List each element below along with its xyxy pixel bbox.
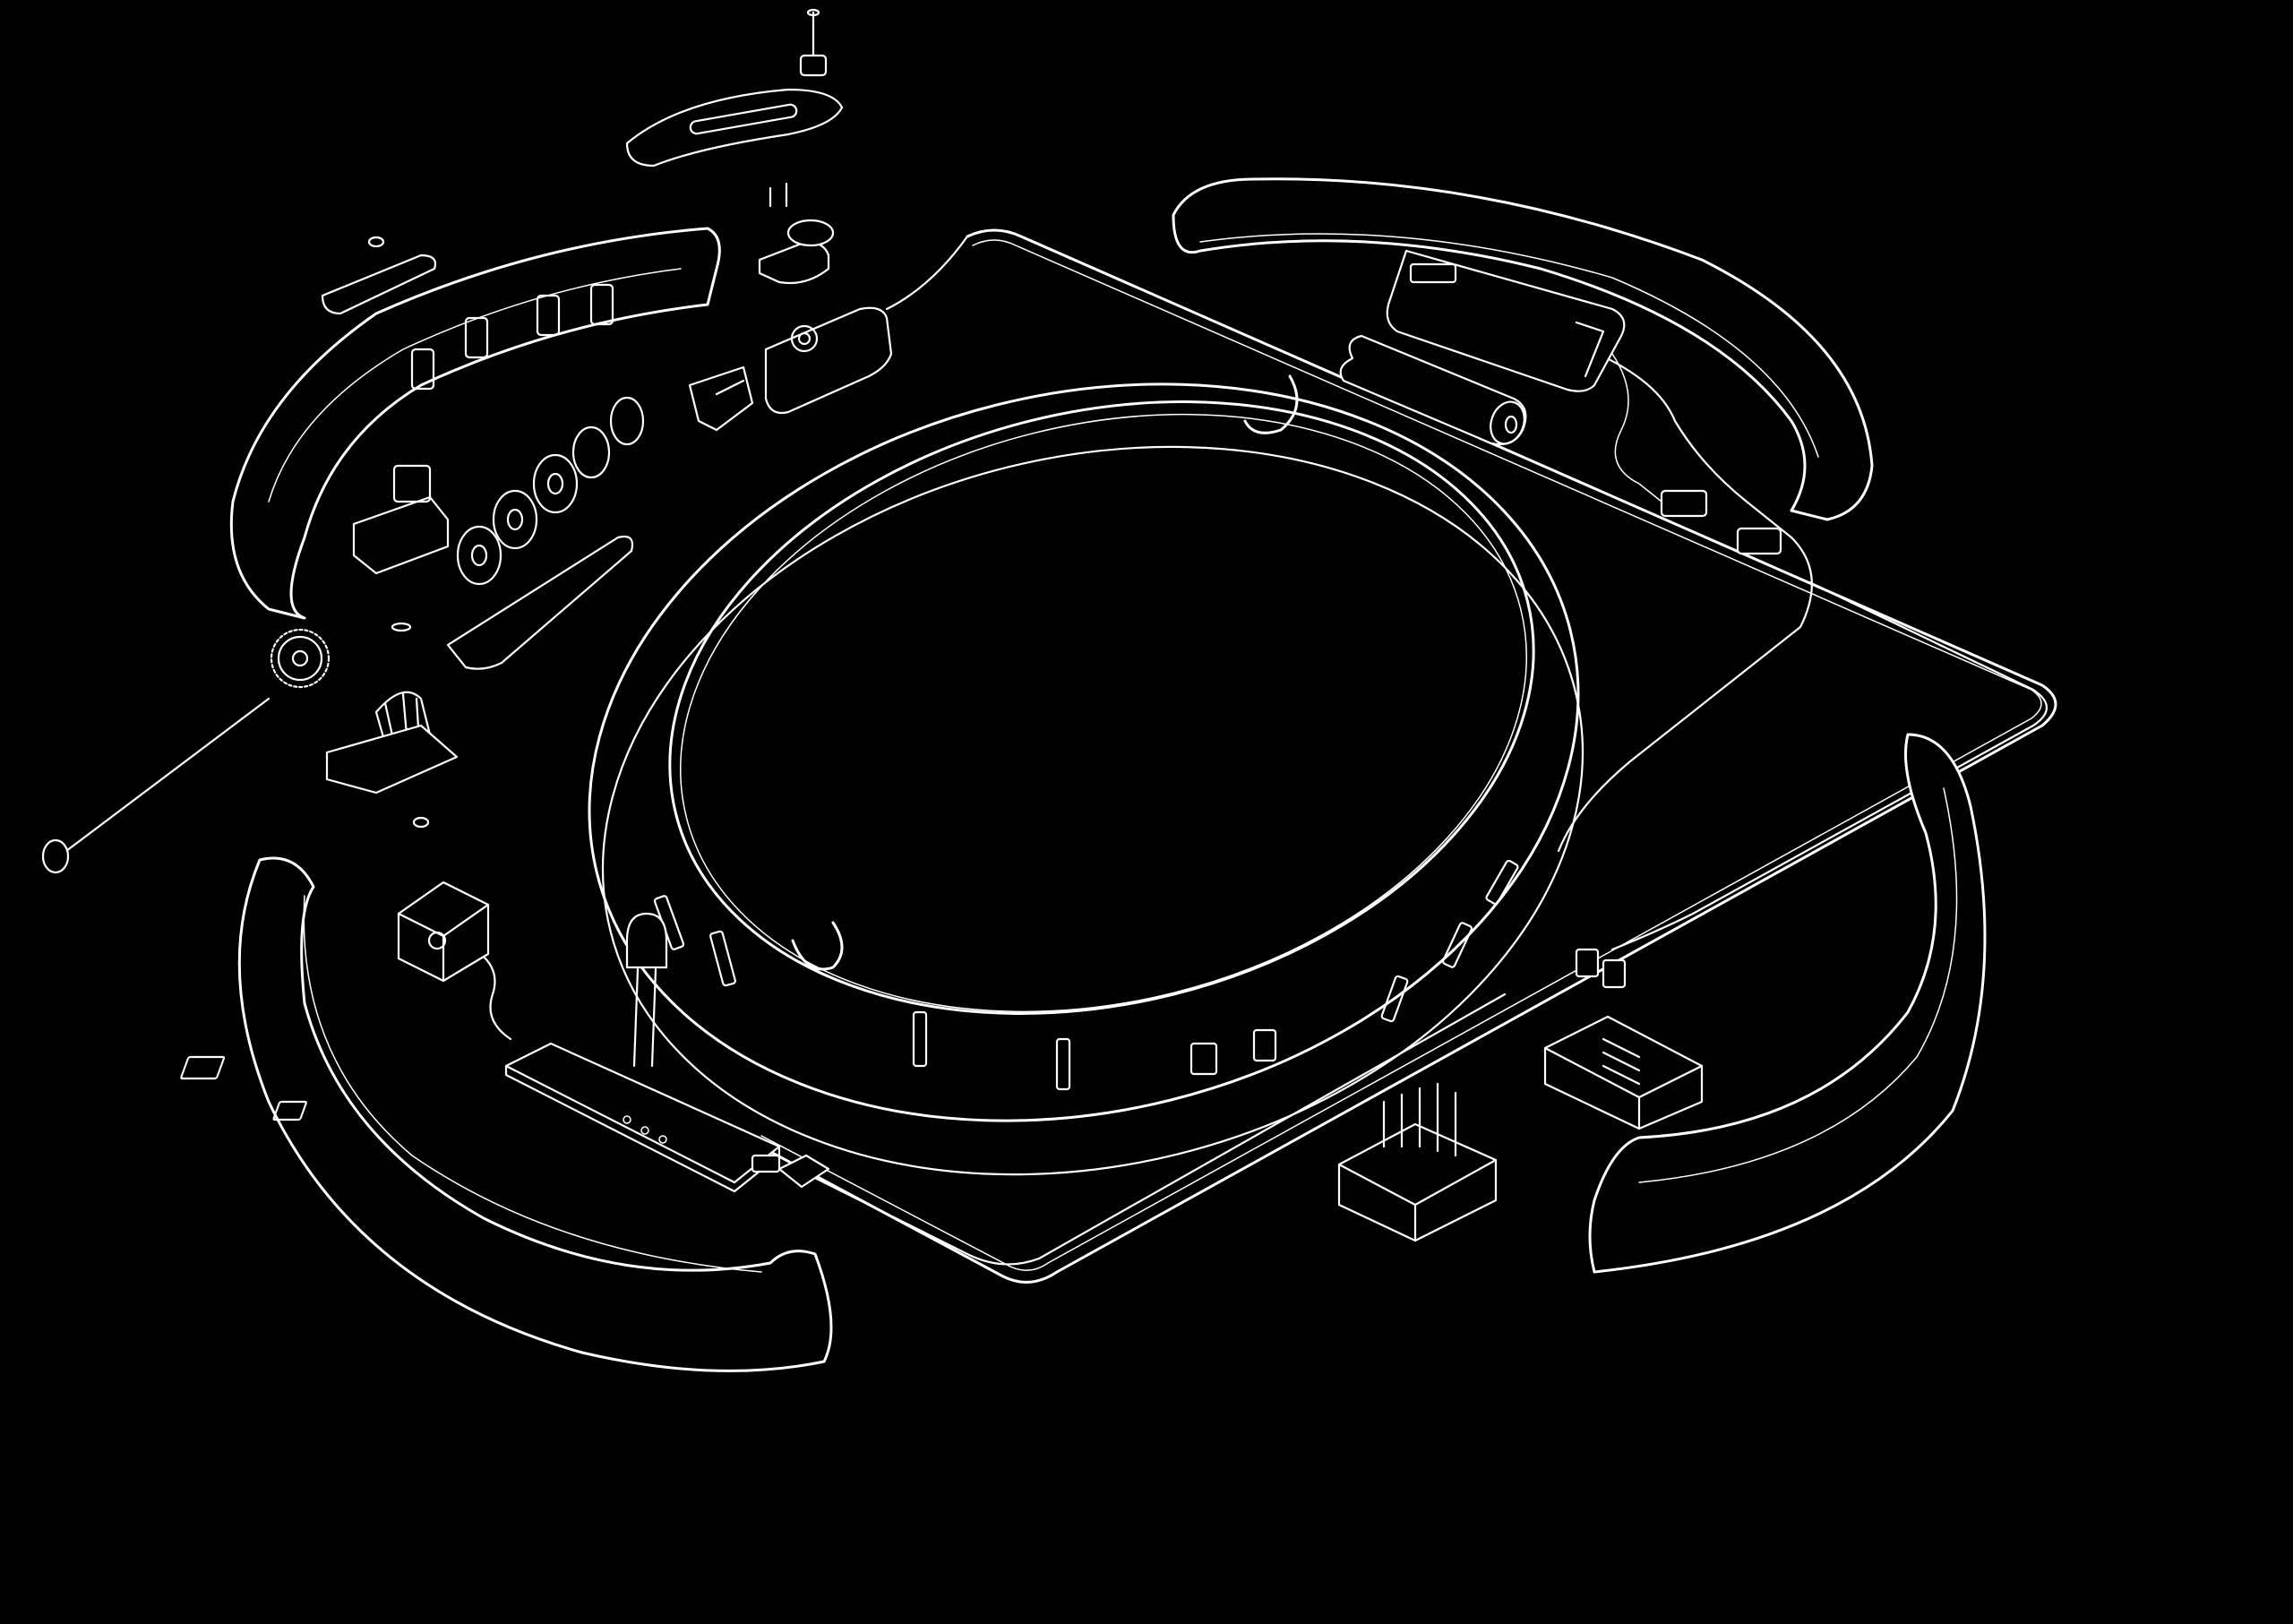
servo-motor bbox=[764, 306, 893, 415]
screw-top bbox=[799, 8, 828, 77]
turntable-ring-outer-lower bbox=[601, 445, 1584, 1176]
mount-block-left bbox=[352, 464, 450, 575]
turntable-ring-inner-lip bbox=[680, 413, 1527, 1013]
shell-segment-bottom-left bbox=[237, 856, 833, 1372]
heatsink bbox=[1337, 1082, 1498, 1242]
turntable-ring-inner bbox=[668, 400, 1535, 1015]
battery bbox=[1339, 334, 1527, 446]
cable-sensor bbox=[473, 948, 512, 1041]
shell-segment-bottom-right-inner bbox=[1638, 787, 1958, 1183]
cable-main bbox=[1557, 343, 1813, 853]
ring-notch-top bbox=[1243, 374, 1299, 434]
shell-top-left-slots bbox=[410, 283, 614, 391]
led bbox=[625, 912, 668, 1068]
slider-rail bbox=[446, 535, 634, 670]
gear bbox=[270, 628, 331, 689]
usb-plug bbox=[777, 1154, 830, 1189]
microcontroller-board bbox=[180, 1042, 781, 1193]
shell-segment-top-right bbox=[1172, 177, 1874, 521]
shell-segment-top-right-inner bbox=[1199, 233, 1819, 458]
ring-notch-bottom bbox=[791, 921, 844, 971]
shell-segment-bottom-left-inner bbox=[303, 895, 762, 1273]
base-plate bbox=[751, 228, 2057, 1284]
spacer-washers bbox=[456, 396, 645, 586]
base-plate-inner-edge bbox=[760, 239, 2042, 1271]
slotted-bracket bbox=[625, 88, 844, 168]
battery-holder bbox=[1386, 249, 1626, 392]
axle-pin bbox=[41, 697, 271, 874]
cone-bearing bbox=[325, 622, 459, 829]
motor-driver bbox=[1543, 948, 1704, 1130]
turntable-ring-outer bbox=[588, 382, 1580, 1122]
shell-segment-top-left-inner bbox=[268, 268, 682, 503]
mount-block-right bbox=[688, 365, 754, 432]
spacer-block-top bbox=[758, 219, 835, 285]
battery-connector bbox=[1611, 353, 1782, 555]
shell-segment-bottom-right bbox=[1588, 733, 1987, 1274]
cable-board bbox=[804, 992, 1507, 1266]
cable-second bbox=[1610, 580, 2048, 951]
turntable-ribs bbox=[653, 859, 1519, 1091]
screws-pair bbox=[769, 182, 788, 208]
light-sensor bbox=[397, 881, 490, 983]
shell-segment-top-left bbox=[229, 227, 721, 620]
mount-bracket-top bbox=[321, 236, 437, 315]
cable-servo bbox=[885, 235, 969, 311]
